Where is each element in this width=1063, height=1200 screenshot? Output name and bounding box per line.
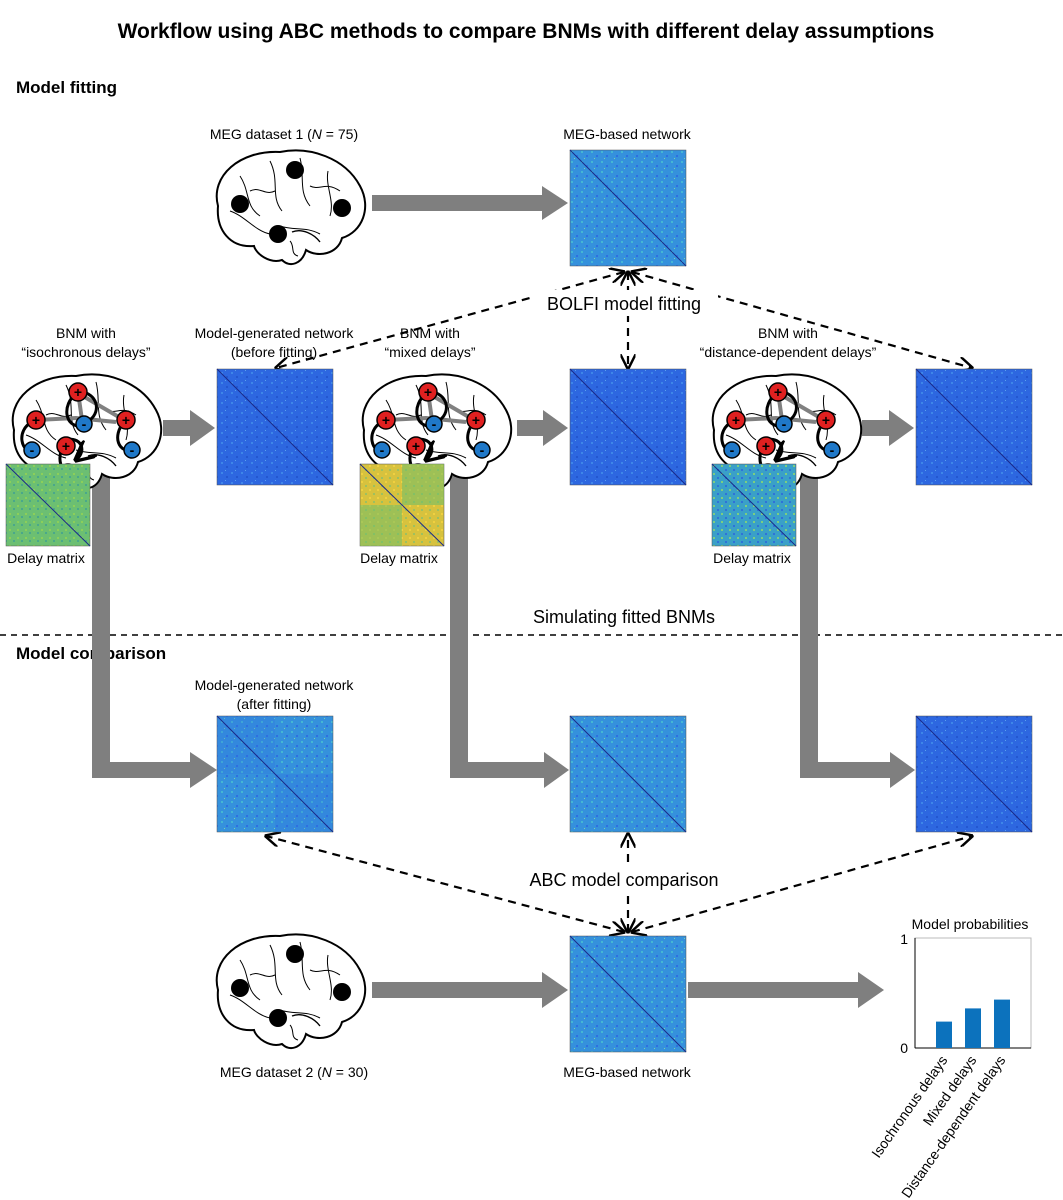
- y-tick-label-1: 1: [900, 931, 908, 947]
- after-fitting-matrix-mixed: [569, 715, 687, 833]
- abc-label: ABC model comparison: [529, 870, 718, 890]
- after-fitting-matrix-distance-dependent: [915, 715, 1033, 833]
- model-2-title-line2: “mixed delays”: [384, 344, 475, 360]
- after-fitting-line2: (after fitting): [237, 696, 312, 712]
- meg-dataset-1-brain: [217, 150, 365, 264]
- section-model-comparison: Model comparison: [16, 644, 166, 663]
- model-1-title-line1: BNM with: [56, 325, 116, 341]
- delay-matrix-isochronous: [5, 463, 91, 547]
- before-fitting-line1: Model-generated network: [195, 325, 355, 341]
- meg-dataset-2-brain: [217, 934, 365, 1048]
- after-fitting-line1: Model-generated network: [195, 677, 355, 693]
- delay-matrix-distance-dependent: [711, 463, 797, 547]
- delay-matrix-label-3: Delay matrix: [713, 550, 791, 566]
- model-3-title-line1: BNM with: [758, 325, 818, 341]
- before-fitting-matrix-isochronous: [216, 368, 334, 486]
- chart-title: Model probabilities: [912, 916, 1029, 932]
- meg-dataset-1-label: MEG dataset 1 (N = 75): [210, 126, 358, 142]
- meg-network-bottom-label: MEG-based network: [563, 1064, 692, 1080]
- meg-network-top-label: MEG-based network: [563, 126, 692, 142]
- meg-network-top-matrix: [569, 149, 687, 267]
- page-title: Workflow using ABC methods to compare BN…: [118, 20, 935, 43]
- delay-matrix-label-1: Delay matrix: [7, 550, 85, 566]
- model-3-title-line2: “distance-dependent delays”: [700, 344, 877, 360]
- bar-distance-dependent-delays: [994, 999, 1010, 1048]
- bolfi-label: BOLFI model fitting: [547, 294, 701, 314]
- before-fitting-matrix-mixed: [569, 368, 687, 486]
- gray-arrows: [92, 186, 915, 1008]
- model-probabilities-chart: Model probabilities 1 0 Isochronous dela…: [868, 916, 1032, 1200]
- before-fitting-matrix-distance-dependent: [915, 368, 1033, 486]
- before-fitting-line2: (before fitting): [231, 344, 317, 360]
- section-model-fitting: Model fitting: [16, 78, 117, 97]
- delay-matrix-label-2: Delay matrix: [360, 550, 438, 566]
- model-2-title-line1: BNM with: [400, 325, 460, 341]
- bar-isochronous-delays: [936, 1021, 952, 1048]
- meg-network-bottom-matrix: [569, 935, 687, 1053]
- y-tick-label-0: 0: [900, 1040, 908, 1056]
- after-fitting-matrix-isochronous: [216, 715, 334, 833]
- simulating-label: Simulating fitted BNMs: [533, 607, 715, 627]
- meg-dataset-2-label: MEG dataset 2 (N = 30): [220, 1064, 368, 1080]
- delay-matrix-mixed: [359, 463, 445, 547]
- bar-mixed-delays: [965, 1008, 981, 1048]
- model-1-title-line2: “isochronous delays”: [21, 344, 151, 360]
